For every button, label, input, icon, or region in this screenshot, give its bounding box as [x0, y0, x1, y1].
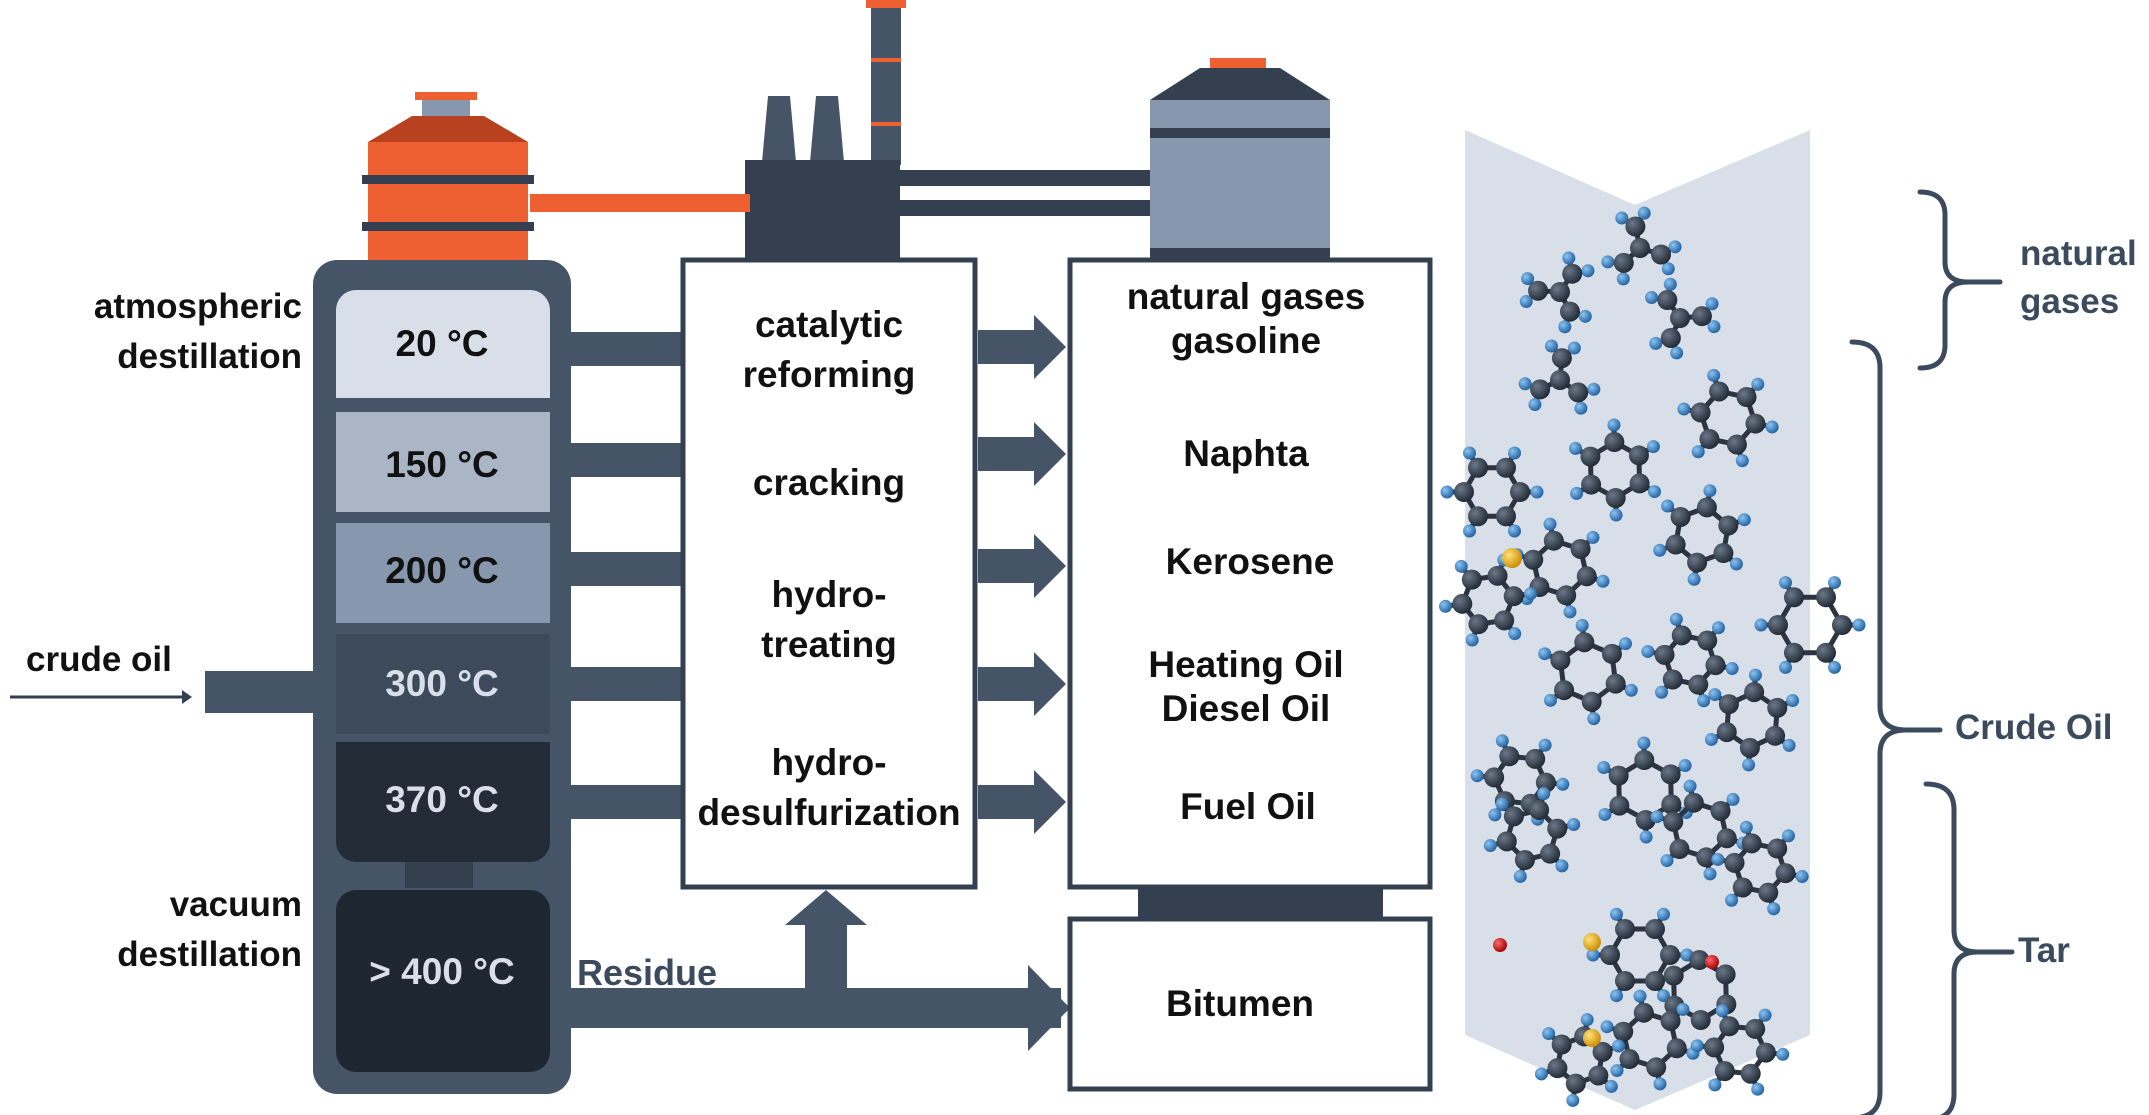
pipe-orange	[530, 194, 750, 212]
pipe-lower	[895, 200, 1155, 216]
molecule-panel	[1465, 130, 1810, 1110]
tar-group-label: Tar	[2018, 931, 2070, 970]
column-stage	[336, 412, 550, 512]
fuel-oil-label: Fuel Oil	[1180, 786, 1316, 827]
column-stage	[336, 290, 550, 398]
hydrotreating-label: hydro- treating	[761, 574, 897, 665]
residue-label: Residue	[577, 952, 718, 993]
heating-diesel-oil-label: Heating Oil Diesel Oil	[1148, 644, 1344, 729]
hydrodesulfurization-label: hydro- desulfurization	[697, 742, 961, 833]
brace-natural-gases	[1917, 189, 2003, 371]
stage-temp-label: 370 °C	[385, 779, 499, 820]
smokestacks-icon	[762, 96, 844, 162]
product-box-connector	[1138, 887, 1383, 919]
column-stage	[336, 890, 550, 1072]
crude-oil-input-label: crude oil	[26, 640, 172, 679]
storage-tank-icon	[1150, 58, 1330, 258]
cracking-label: cracking	[752, 462, 906, 503]
stage-temp-label: 150 °C	[385, 444, 499, 485]
crude-oil-group-label: Crude Oil	[1955, 708, 2113, 747]
pipe-upper	[895, 170, 1155, 186]
crude-oil-arrow	[10, 690, 192, 704]
crude-oil-pipe	[205, 671, 325, 713]
column-stage	[336, 742, 550, 862]
stage-temp-label: 20 °C	[395, 323, 489, 364]
atmospheric-destillation-label: atmospheric destillation	[93, 287, 302, 376]
column-stage	[336, 523, 550, 623]
natural-gases-gasoline-label: natural gases gasoline	[1126, 276, 1366, 361]
brace-crude-oil	[1849, 339, 1943, 1115]
catalytic-reforming-label: catalytic reforming	[742, 304, 916, 395]
vacuum-destillation-label: vacuum destillation	[117, 885, 302, 974]
bitumen-box	[1067, 916, 1433, 1092]
column-to-process-pipes	[571, 332, 686, 819]
bitumen-label: Bitumen	[1166, 983, 1314, 1024]
brace-tar	[1923, 781, 2015, 1115]
naphta-label: Naphta	[1183, 433, 1309, 474]
column-top-icon	[362, 92, 534, 262]
reformer-housing	[745, 160, 900, 260]
stage-temp-label: 200 °C	[385, 550, 499, 591]
stage-temp-label: > 400 °C	[369, 951, 515, 992]
process-box	[680, 257, 978, 890]
column-neck	[405, 858, 473, 888]
chimney-tall-icon	[866, 0, 906, 165]
column-stage	[336, 634, 550, 734]
molecules-illustration	[1438, 206, 1866, 1107]
kerosene-label: Kerosene	[1165, 541, 1335, 582]
residue-arrow	[571, 890, 1070, 1051]
stage-temp-label: 300 °C	[385, 663, 499, 704]
process-to-product-arrows	[978, 315, 1066, 834]
natural-gases-group-label: natural gases	[2020, 234, 2137, 321]
